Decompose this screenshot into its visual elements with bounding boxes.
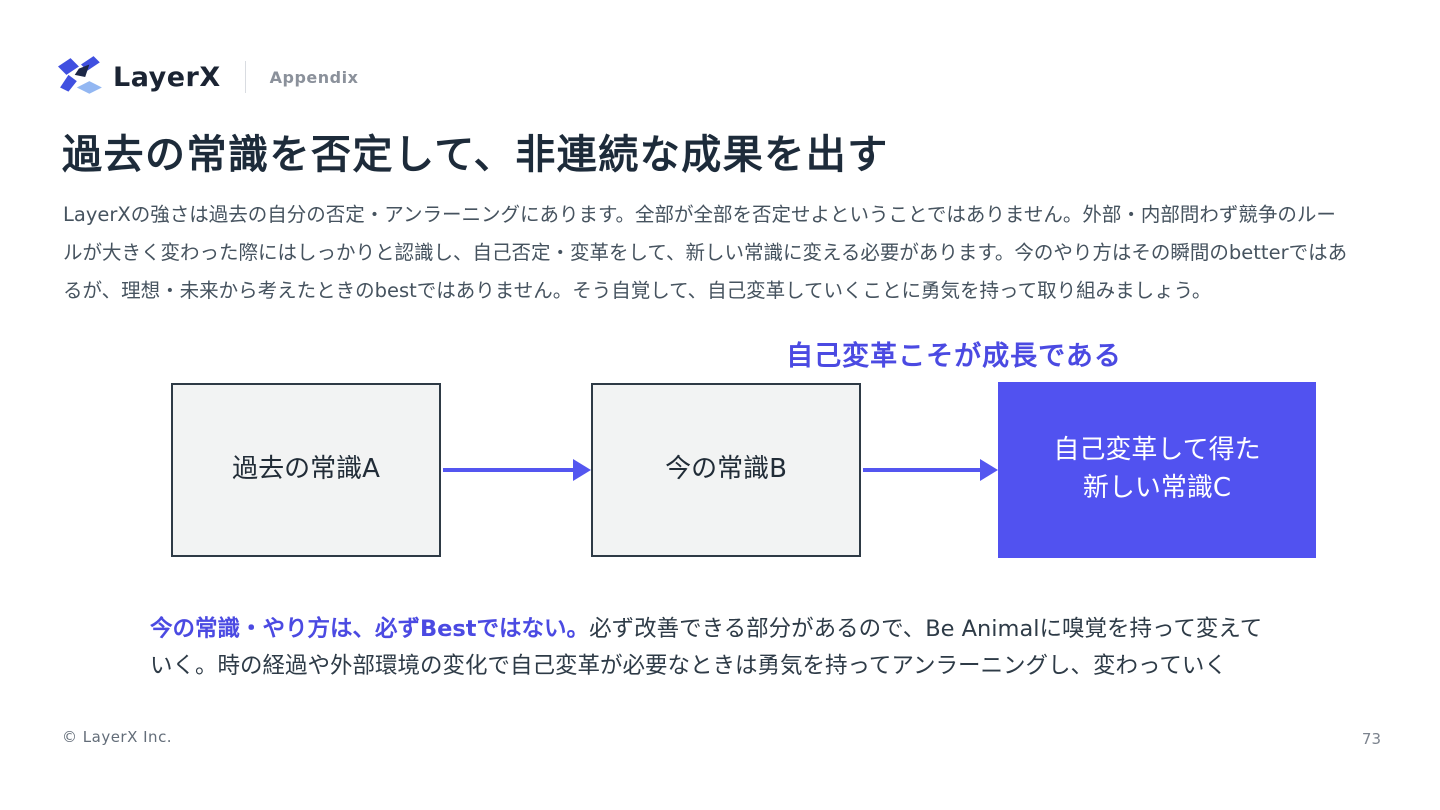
note-line-1: 今の常識・やり方は、必ずBestではない。必ず改善できる部分があるので、Be A… xyxy=(150,611,1340,648)
flow-box-current-common-sense: 今の常識B xyxy=(591,383,861,557)
note-highlight: 今の常識・やり方は、必ずBestではない。 xyxy=(150,616,590,642)
flow-box-label: 今の常識B xyxy=(665,454,787,485)
flow-box-new-common-sense: 自己変革して得た 新しい常識C xyxy=(998,382,1316,558)
section-label: Appendix xyxy=(269,67,359,87)
page-number: 73 xyxy=(1361,730,1381,748)
flow-arrow-1 xyxy=(443,468,575,472)
flow-box-label-line-1: 自己変革して得た xyxy=(1053,435,1261,466)
diagram-caption: 自己変革こそが成長である xyxy=(786,341,1122,372)
flow-box-past-common-sense: 過去の常識A xyxy=(171,383,441,557)
note-line-1-rest: 必ず改善できる部分があるので、Be Animalに嗅覚を持って変えて xyxy=(589,616,1263,642)
header-divider xyxy=(244,61,246,93)
intro-paragraph: LayerXの強さは過去の自分の否定・アンラーニングにあります。全部が全部を否定… xyxy=(63,196,1393,310)
intro-line-1: LayerXの強さは過去の自分の否定・アンラーニングにあります。全部が全部を否定… xyxy=(63,203,1336,226)
copyright-text: © LayerX Inc. xyxy=(62,728,173,746)
layerx-logo-icon xyxy=(58,56,102,94)
flow-box-label: 過去の常識A xyxy=(232,454,380,485)
page-title: 過去の常識を否定して、非連続な成果を出す xyxy=(62,132,889,178)
bottom-note: 今の常識・やり方は、必ずBestではない。必ず改善できる部分があるので、Be A… xyxy=(150,611,1340,685)
flow-arrow-2 xyxy=(863,468,982,472)
flow-arrow-1-head-icon xyxy=(573,459,591,481)
header: LayerX Appendix xyxy=(58,56,358,98)
intro-line-3: るが、理想・未来から考えたときのbestではありません。そう自覚して、自己変革し… xyxy=(63,279,1212,302)
brand-logotype: LayerX xyxy=(113,61,221,93)
intro-line-2: ルが大きく変わった際にはしっかりと認識し、自己否定・変革をして、新しい常識に変え… xyxy=(63,241,1348,264)
flow-box-label: 自己変革して得た 新しい常識C xyxy=(1053,432,1260,507)
note-line-2: いく。時の経過や外部環境の変化で自己変革が必要なときは勇気を持ってアンラーニング… xyxy=(150,653,1227,679)
flow-arrow-2-head-icon xyxy=(980,459,998,481)
flow-box-label-line-2: 新しい常識C xyxy=(1082,473,1232,503)
